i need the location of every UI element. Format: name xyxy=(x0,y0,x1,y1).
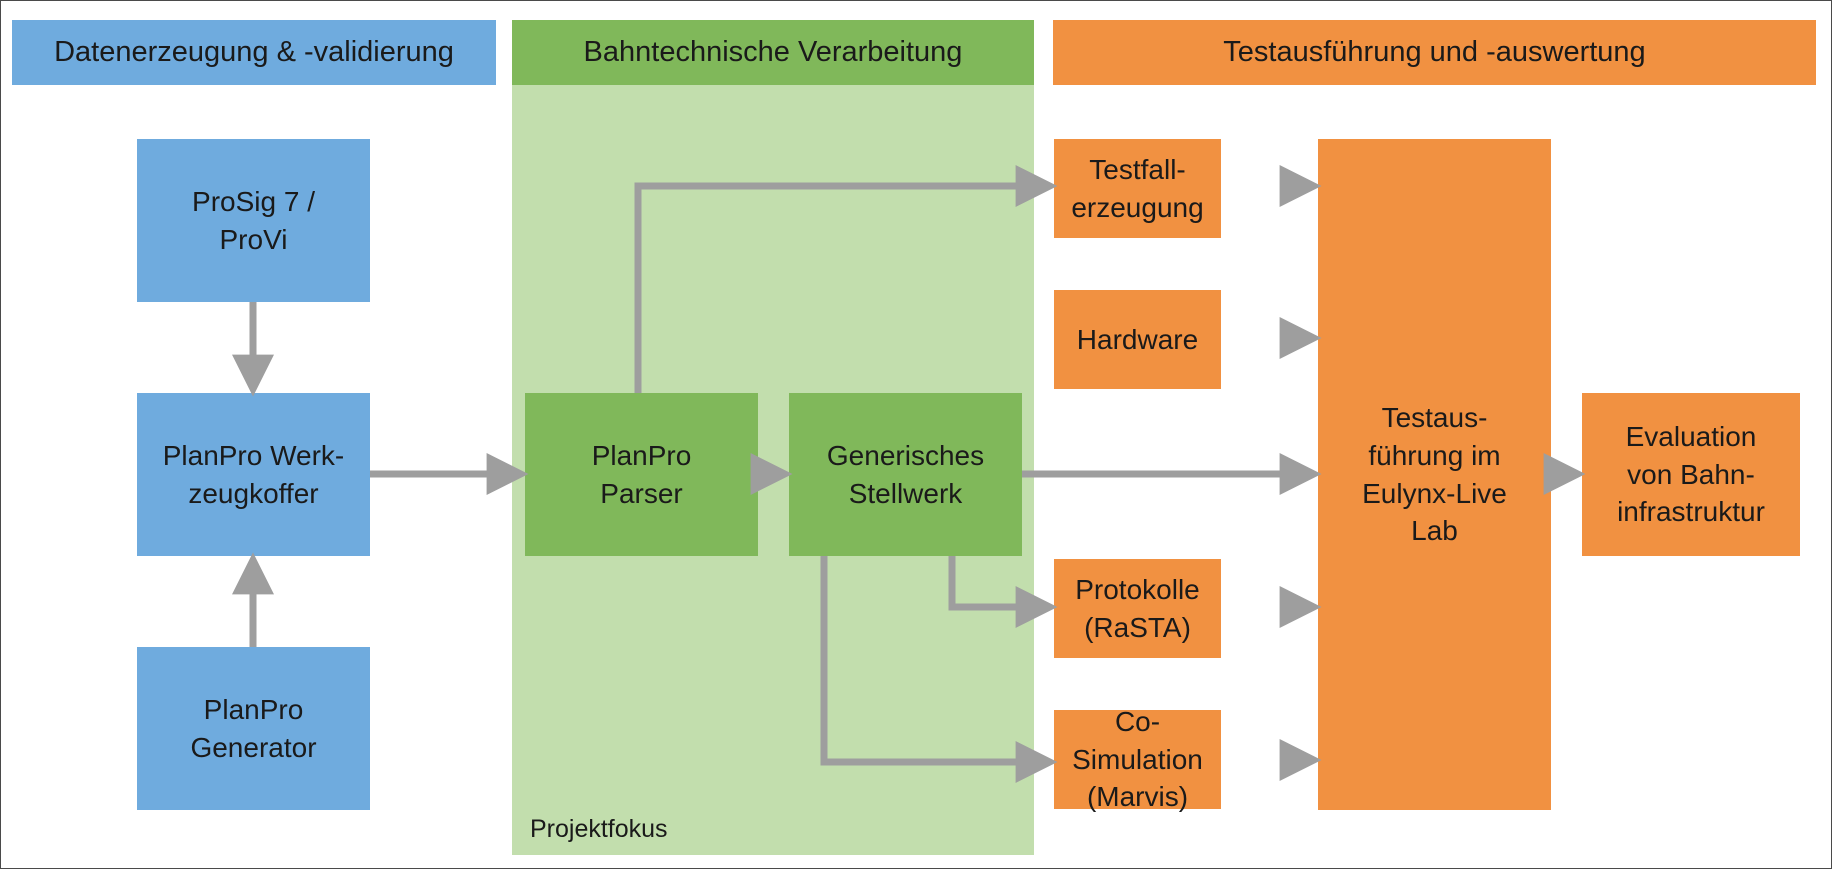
node-testausfuehrung: Testaus- führung im Eulynx-Live Lab xyxy=(1318,139,1551,810)
header-test-execution: Testausführung und -auswertung xyxy=(1053,20,1816,85)
node-testfallerzeugung: Testfall- erzeugung xyxy=(1054,139,1221,238)
node-prosig: ProSig 7 / ProVi xyxy=(137,139,370,302)
node-evaluation: Evaluation von Bahn- infrastruktur xyxy=(1582,393,1800,556)
node-hardware: Hardware xyxy=(1054,290,1221,389)
node-generisches-stellwerk: Generisches Stellwerk xyxy=(789,393,1022,556)
arrow-stellwerk-to-cosim xyxy=(820,556,1058,783)
arrow-stellwerk-to-protokolle xyxy=(948,556,1058,628)
node-co-simulation: Co-Simulation (Marvis) xyxy=(1054,706,1221,812)
node-protokolle: Protokolle (RaSTA) xyxy=(1054,559,1221,658)
node-planpro-generator: PlanPro Generator xyxy=(137,647,370,810)
node-planpro-werkzeugkoffer: PlanPro Werk- zeugkoffer xyxy=(137,393,370,556)
project-focus-label: Projektfokus xyxy=(530,815,668,843)
node-planpro-parser: PlanPro Parser xyxy=(525,393,758,556)
arrow-parser-to-testfall xyxy=(634,165,1058,393)
header-railway-processing: Bahntechnische Verarbeitung xyxy=(512,20,1034,85)
header-data-generation: Datenerzeugung & -validierung xyxy=(12,20,496,85)
